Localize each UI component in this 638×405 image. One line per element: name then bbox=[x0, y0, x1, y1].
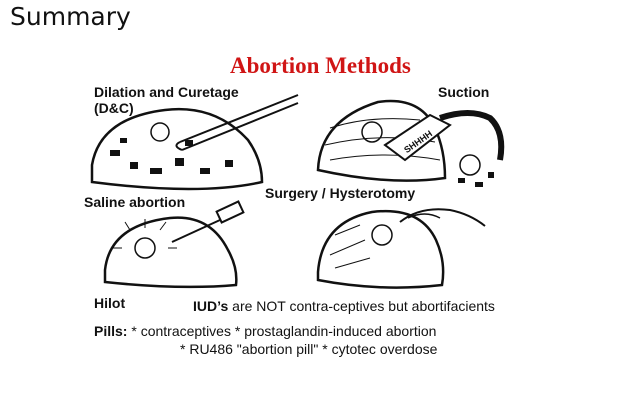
label-dc: Dilation and Curetage bbox=[94, 84, 239, 100]
label-hilot: Hilot bbox=[94, 295, 126, 311]
iud-strong: IUD’s bbox=[193, 298, 229, 314]
iud-rest: are NOT contra-ceptives but abortifacien… bbox=[228, 298, 495, 314]
label-suction: Suction bbox=[438, 84, 490, 100]
saline-uterus-illustration bbox=[103, 200, 245, 289]
pills-strong: Pills: bbox=[94, 323, 128, 339]
iud-note: IUD’s are NOT contra-ceptives but aborti… bbox=[193, 298, 495, 314]
pills-line2: * RU486 "abortion pill" * cytotec overdo… bbox=[180, 341, 438, 357]
label-saline: Saline abortion bbox=[84, 194, 186, 210]
hysterotomy-uterus-illustration bbox=[316, 208, 486, 289]
figure-title: Abortion Methods bbox=[230, 53, 411, 78]
dc-uterus-illustration bbox=[90, 94, 299, 191]
label-dc-abbrev: (D&C) bbox=[94, 100, 134, 116]
pills-line1: Pills: * contraceptives * prostaglandin-… bbox=[94, 323, 436, 339]
suction-uterus-illustration: SHHHH bbox=[316, 99, 505, 187]
slide-title: Summary bbox=[10, 2, 131, 31]
label-hysterotomy: Surgery / Hysterotomy bbox=[265, 185, 416, 201]
pills-rest1: * contraceptives * prostaglandin-induced… bbox=[127, 323, 437, 339]
